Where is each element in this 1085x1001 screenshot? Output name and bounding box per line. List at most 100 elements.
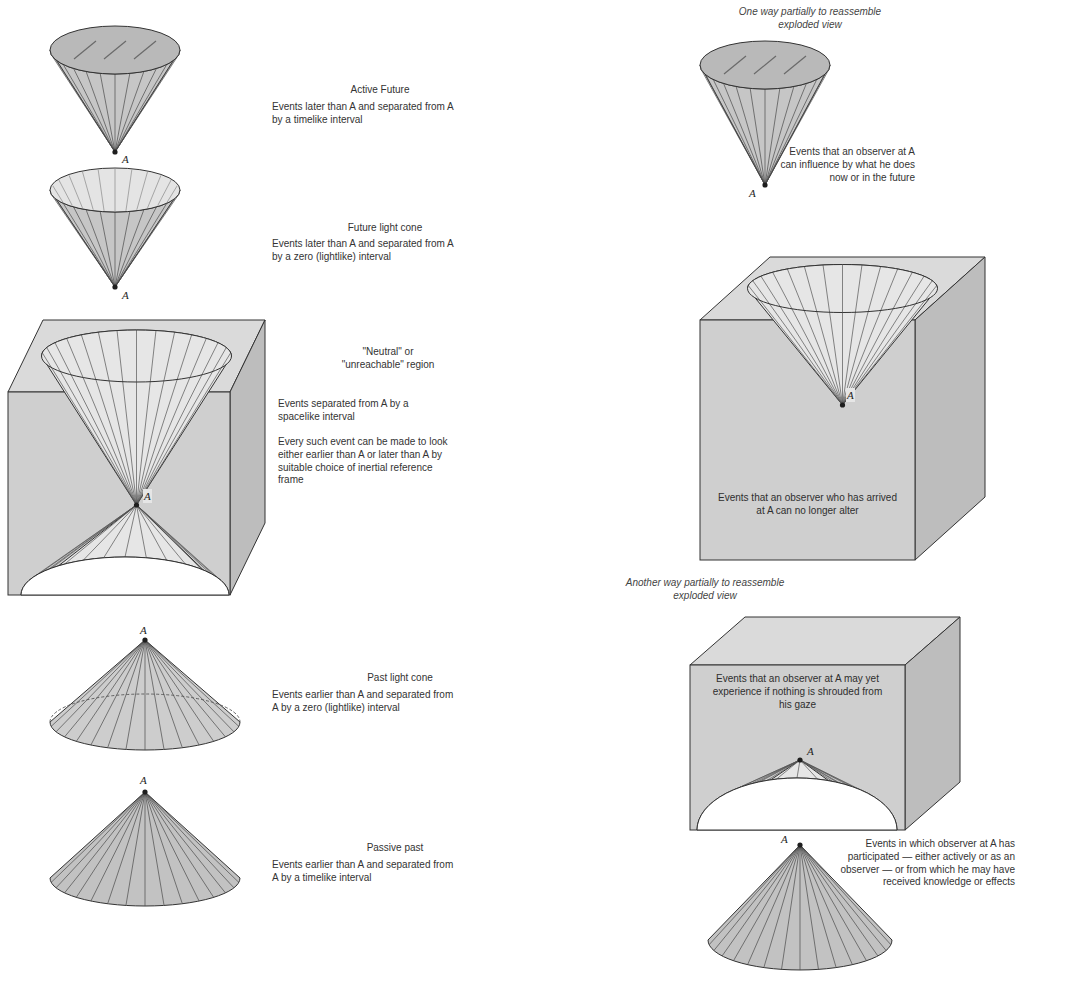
section-heading: Passive past [315,842,475,855]
ruling-line [65,505,137,564]
ruling-line [145,792,164,905]
future-light-cone [50,168,180,290]
ruling-line [86,210,115,287]
ruling-line [56,792,145,888]
ruling-line [81,335,136,505]
future-cavity [748,265,938,406]
ruling-line [69,175,115,287]
ruling-line [843,267,881,405]
ruling-line [98,169,115,287]
event-point [840,402,845,407]
ruling-line [115,171,148,287]
ruling-line [777,760,800,779]
event-label: A [121,152,130,166]
ruling-line [108,640,145,748]
ruling-line [115,212,116,287]
event-point [112,284,117,289]
ruling-line [797,760,800,778]
ruling-line [787,269,842,405]
ruling-line [115,169,132,287]
region-block: Events that an observer who has arrived … [700,320,915,560]
event-point [142,789,147,794]
ruling-line [76,792,145,897]
ruling-line [843,272,913,405]
event-point [797,757,802,762]
ruling-line [765,86,794,185]
ruling-line [58,179,115,287]
ruling-line [843,285,937,405]
ruling-line [117,331,136,505]
region-description: Events that an observer at A can influen… [780,146,915,184]
ruling-line [76,640,145,741]
ruling-line [82,171,115,287]
ruling-line [115,210,144,287]
section-heading: Active Future [300,84,460,97]
ruling-line [709,845,800,945]
ruling-line [115,168,116,287]
past-cavity [697,760,897,830]
past-cavity [21,505,229,595]
ruling-line [145,792,214,897]
ruling-line [842,265,843,406]
event-label: A [748,186,757,200]
region-block: Events that an observer at A may yet exp… [690,665,905,830]
ruling-line [115,71,144,152]
ruling-line [145,792,225,893]
hatch-mark [134,41,156,59]
future-cavity [42,330,232,505]
ruling-line [65,640,145,737]
cone-side [50,792,240,906]
ruling-line [91,792,145,901]
ruling-line [843,269,898,405]
cone-interior [52,168,178,287]
view-heading: One way partially to reassemble exploded… [725,6,895,32]
ruling-line [734,845,800,961]
hatch-mark [74,41,96,59]
ruling-line [145,640,182,748]
ruling-line [145,792,182,904]
definition-text: Events separated from A by a spacelike i… [278,398,450,424]
ruling-line [800,845,836,968]
ruling-line [52,185,115,287]
ruling-line [115,68,156,152]
event-label: A [780,832,789,846]
cavity-cut [21,557,229,595]
ruling-line [736,86,765,185]
ruling-line [800,845,852,965]
event-label: A [139,623,148,637]
hatch-mark [724,56,746,74]
ruling-line [115,74,116,152]
ruling-line [115,211,130,287]
ruling-line [115,73,130,152]
cavity-cut [697,778,897,830]
ruling-line [137,353,231,505]
ruling-line [115,207,156,287]
ruling-line [145,640,239,726]
ruling-line [55,343,137,505]
ruling-line [137,505,167,560]
ruling-line [115,203,167,287]
past-light-cone [50,637,240,750]
event-label: A [806,744,815,758]
hatch-mark [104,41,126,59]
ruling-line [753,281,843,405]
ruling-line [83,505,136,560]
event-label: A [846,388,855,402]
region-description: Events that an observer who has arrived … [714,492,901,518]
ruling-line [98,332,136,505]
ruling-line [800,845,866,961]
ruling-line [115,185,178,287]
block-front-face [690,665,905,830]
ruling-line [843,281,933,405]
ruling-line [104,505,137,558]
definition-text: Every such event can be made to look eit… [278,436,450,487]
ruling-line [115,179,172,287]
ruling-line [115,65,167,152]
ruling-line [145,792,146,906]
ruling-line [765,89,766,185]
ruling-line [67,338,137,505]
ruling-line [137,332,175,505]
cone-rim [50,26,180,74]
ruling-line [145,640,214,741]
